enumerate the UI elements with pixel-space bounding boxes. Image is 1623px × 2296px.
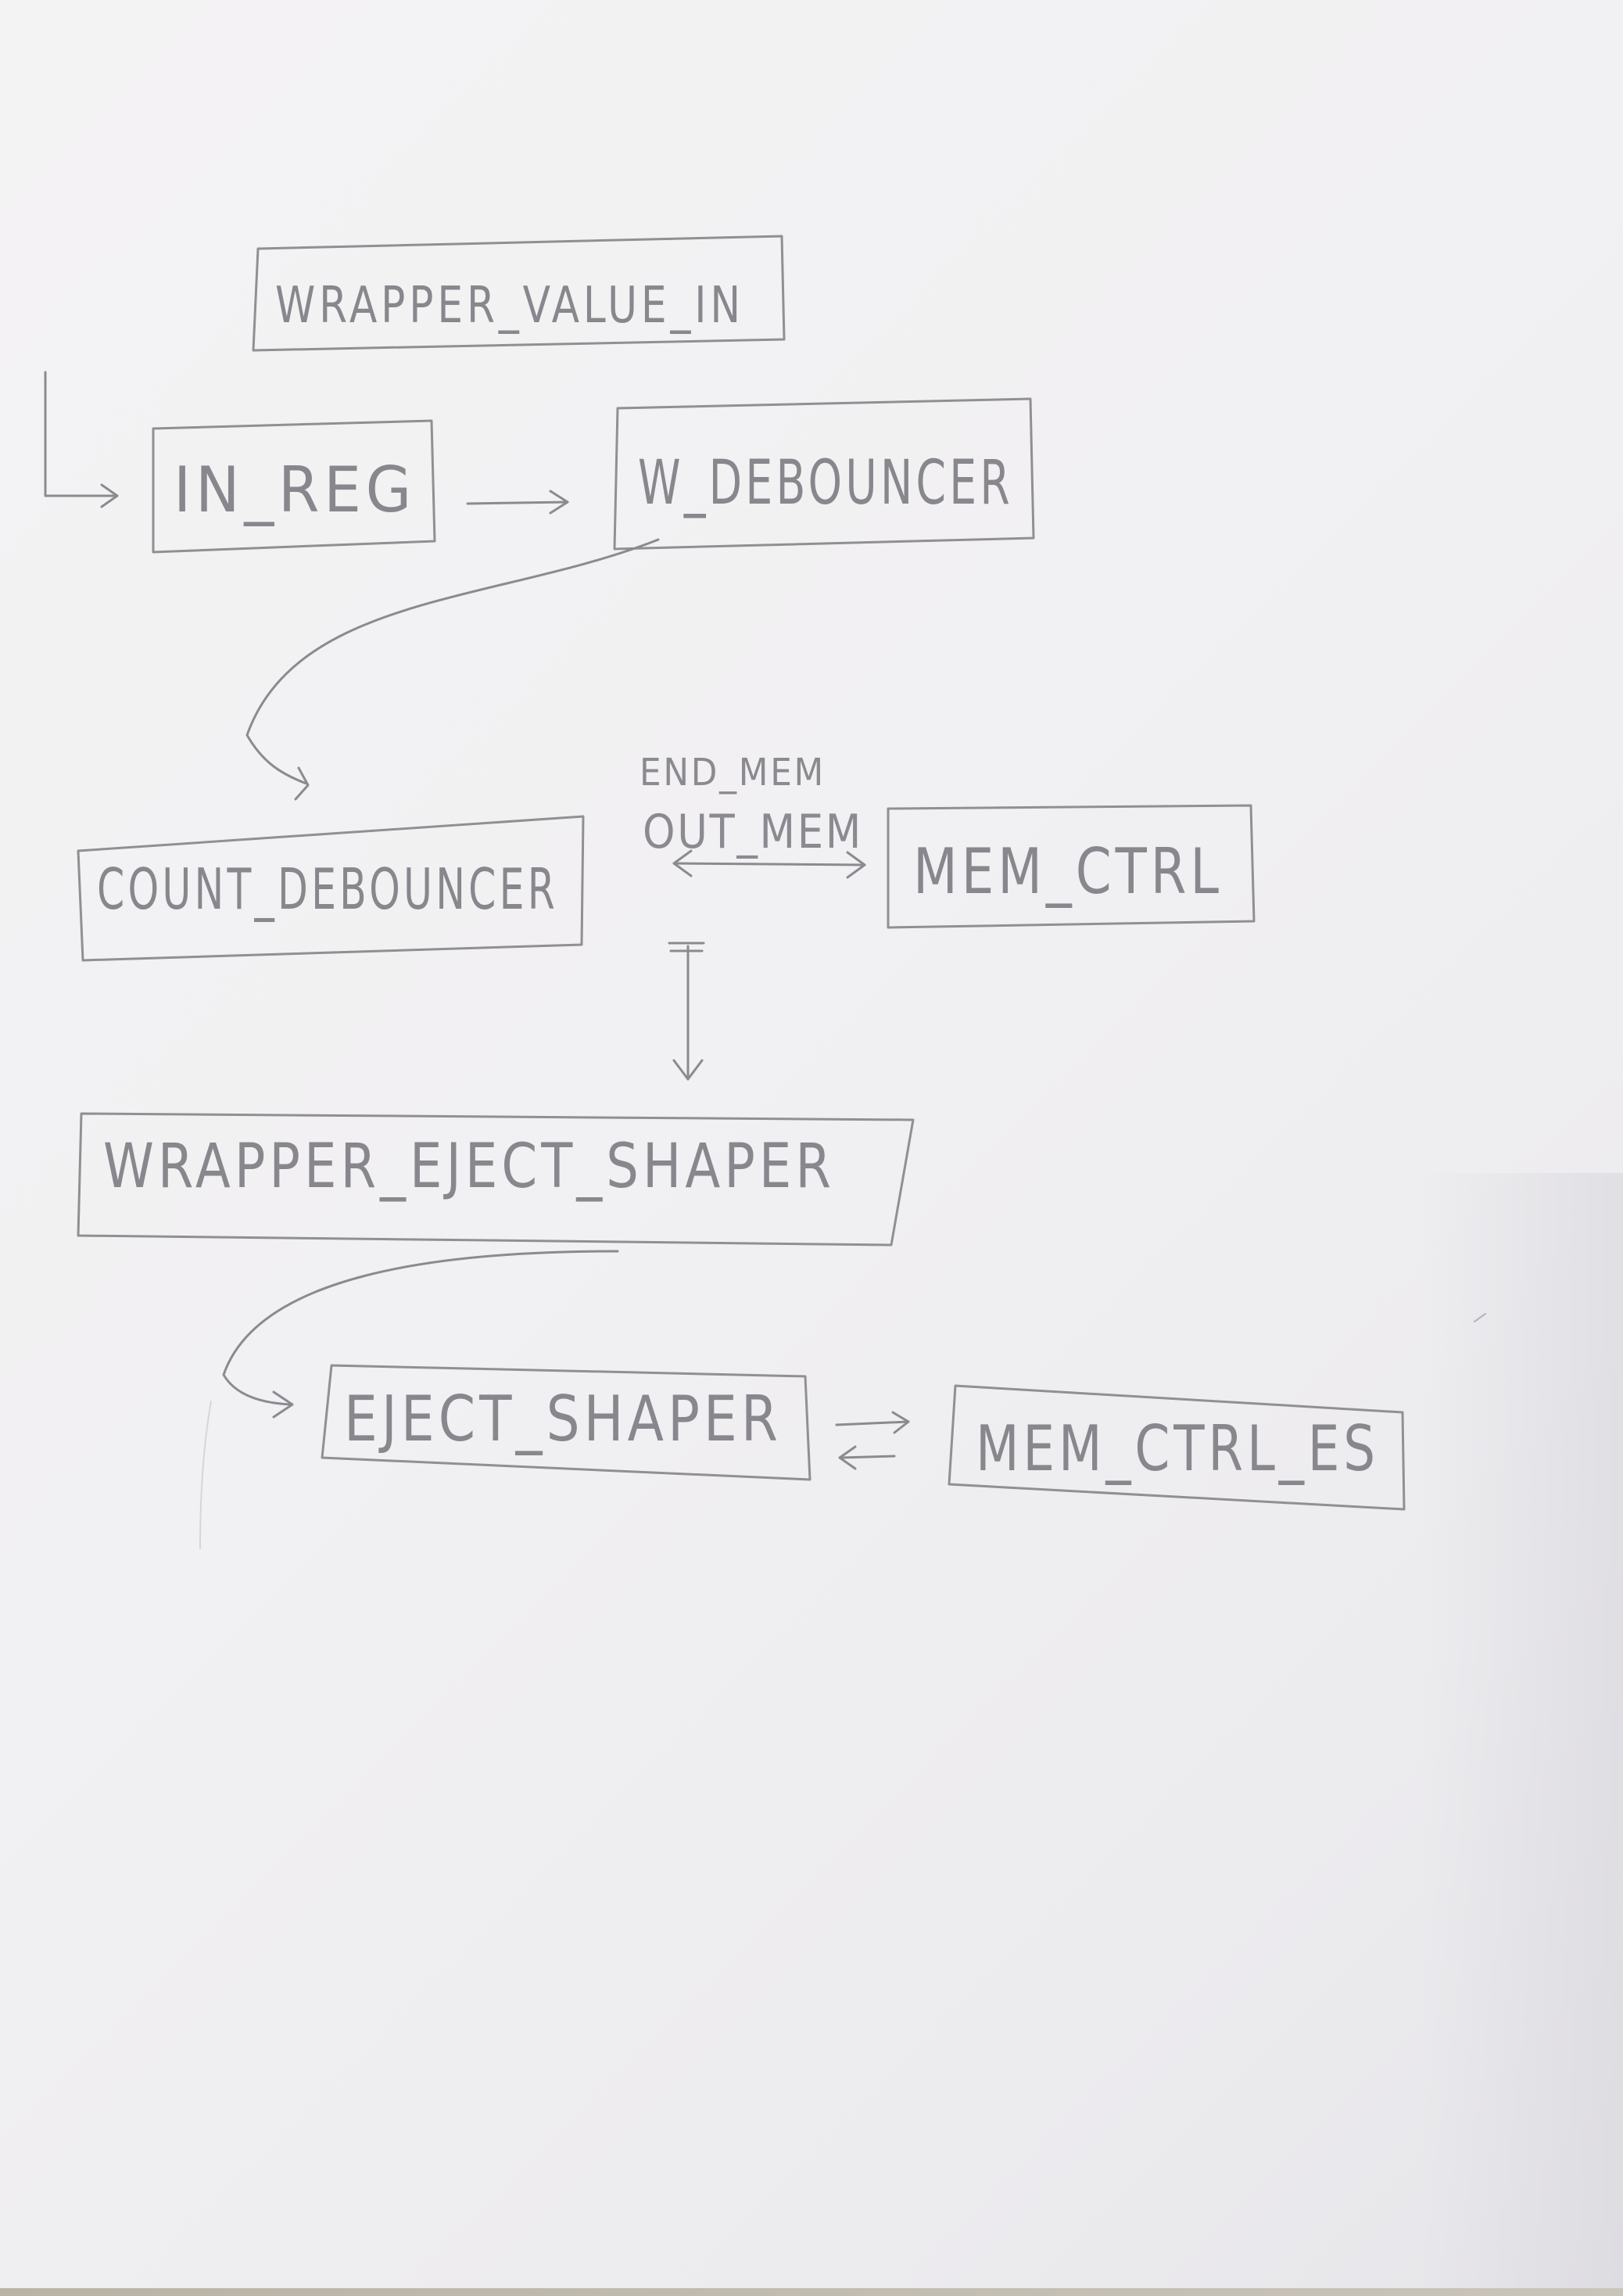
block-wrapper-value-in: WRAPPER_VALUE_IN <box>252 235 786 352</box>
input-entry-line <box>44 371 119 497</box>
block-in-reg-border <box>152 419 436 554</box>
block-wrapper-eject-shaper-border <box>77 1112 915 1247</box>
block-in-reg: IN_REG <box>152 419 436 554</box>
arrow-mem-ctrl-es-to-eject-shaper-head <box>838 1445 857 1470</box>
block-mem-ctrl: MEM_CTRL <box>887 804 1256 929</box>
block-mem-ctrl-es-border <box>948 1384 1406 1511</box>
input-entry-arrowhead <box>100 483 119 508</box>
block-wrapper-value-in-border <box>252 235 786 352</box>
arrow-w-debouncer-to-count-debouncer <box>245 538 660 785</box>
arrow-count-debouncer-mem-ctrl-right-head <box>846 851 866 879</box>
arrow-in-reg-to-w-debouncer <box>466 500 569 505</box>
arrow-w-debouncer-to-count-debouncer-head <box>294 766 310 801</box>
arrow-count-debouncer-mem-ctrl-left-head <box>672 849 693 877</box>
block-w-debouncer: W_DEBOUNCER <box>613 397 1035 551</box>
block-mem-ctrl-label: MEM_CTRL <box>913 835 1223 908</box>
signal-out-mem-label: OUT_MEM <box>643 805 863 859</box>
block-eject-shaper: EJECT_SHAPER <box>321 1364 812 1481</box>
block-count-debouncer-label: COUNT_DEBOUNCER <box>97 856 558 922</box>
arrow-down-head <box>672 1059 704 1081</box>
block-eject-shaper-border <box>321 1364 812 1481</box>
block-in-reg-label: IN_REG <box>174 454 416 526</box>
arrow-mem-ctrl-es-to-eject-shaper <box>840 1455 896 1459</box>
block-mem-ctrl-border <box>887 804 1256 929</box>
block-mem-ctrl-es-label: MEM_CTRL_ES <box>976 1412 1379 1485</box>
arrow-eject-shaper-to-mem-ctrl-es <box>835 1420 910 1426</box>
block-mem-ctrl-es: MEM_CTRL_ES <box>948 1384 1406 1511</box>
block-w-debouncer-border <box>613 397 1035 551</box>
block-count-debouncer-border <box>77 815 585 962</box>
arrow-down-top-bar <box>668 942 705 952</box>
block-wrapper-eject-shaper: WRAPPER_EJECT_SHAPER <box>77 1112 915 1247</box>
block-w-debouncer-label: W_DEBOUNCER <box>638 448 1013 518</box>
arrow-count-debouncer-mem-ctrl <box>672 862 866 866</box>
block-wrapper-value-in-label: WRAPPER_VALUE_IN <box>275 277 744 335</box>
block-wrapper-eject-shaper-label: WRAPPER_EJECT_SHAPER <box>103 1132 835 1202</box>
paper-shadow <box>1420 1173 1623 2296</box>
paper-bottom-edge <box>0 2288 1623 2296</box>
stray-pencil-mark <box>1474 1313 1486 1322</box>
block-count-debouncer: COUNT_DEBOUNCER <box>77 815 585 962</box>
stray-pencil-stroke <box>199 1401 212 1549</box>
arrow-eject-shaper-to-mem-ctrl-es-head <box>891 1411 910 1434</box>
signal-end-mem-label: END_MEM <box>640 751 826 795</box>
arrow-in-reg-to-w-debouncer-head <box>549 490 569 515</box>
arrow-wrapper-eject-shaper-to-eject-shaper <box>222 1250 619 1406</box>
arrow-wrapper-eject-shaper-to-eject-shaper-head <box>272 1390 294 1419</box>
block-eject-shaper-label: EJECT_SHAPER <box>344 1383 782 1455</box>
